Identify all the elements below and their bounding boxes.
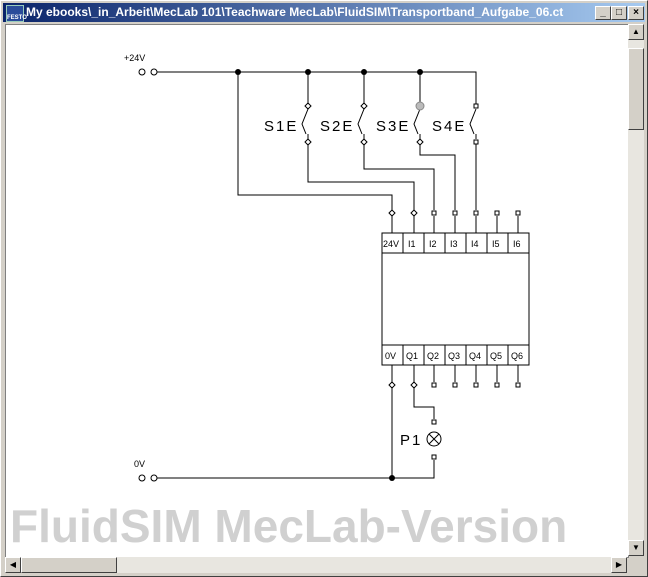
switch-label: S3E: [376, 118, 410, 135]
scroll-up-button[interactable]: ▲: [628, 24, 644, 40]
plc-output-label: Q1: [406, 351, 418, 361]
active-connector-icon: [415, 101, 425, 111]
circuit-canvas[interactable]: +24V 0V 24V I1 I2 I3 I4 I5 I6 0V Q1 Q2 Q…: [5, 24, 629, 558]
horizontal-scrollbar[interactable]: ◀ ▶: [5, 557, 627, 573]
plc-block[interactable]: [381, 232, 530, 366]
plc-input-label: I3: [450, 239, 458, 249]
lamp-icon[interactable]: [426, 431, 442, 447]
scroll-down-button[interactable]: ▼: [628, 540, 644, 556]
close-button[interactable]: ×: [628, 6, 644, 20]
vertical-scroll-thumb[interactable]: [628, 48, 644, 130]
vertical-scrollbar[interactable]: ▲ ▼: [628, 24, 644, 556]
connectors: [138, 68, 521, 482]
watermark: FluidSIM MecLab-Version: [10, 500, 568, 552]
supply-plus-label: +24V: [124, 53, 145, 63]
plc-output-label: 0V: [385, 351, 396, 361]
plc-input-label: I4: [471, 239, 479, 249]
junctions: [235, 69, 423, 481]
plc-output-label: Q4: [469, 351, 481, 361]
plc-output-label: Q3: [448, 351, 460, 361]
maximize-button[interactable]: □: [611, 6, 627, 20]
supply-minus-label: 0V: [134, 459, 145, 469]
plc-input-label: I5: [492, 239, 500, 249]
window-title: My ebooks\_in_Arbeit\MecLab 101\Teachwar…: [26, 5, 564, 19]
horizontal-scroll-thumb[interactable]: [21, 557, 117, 573]
plc-output-label: Q6: [511, 351, 523, 361]
minimize-button[interactable]: _: [595, 6, 611, 20]
plc-output-label: Q2: [427, 351, 439, 361]
wires: [157, 71, 519, 479]
plc-input-label: I6: [513, 239, 521, 249]
app-icon: FESTO: [6, 5, 27, 22]
scroll-left-button[interactable]: ◀: [5, 557, 21, 573]
lamp-label: P1: [400, 432, 422, 449]
switch-label: S4E: [432, 118, 466, 135]
switch-label: S1E: [264, 118, 298, 135]
switch-label: S2E: [320, 118, 354, 135]
title-bar: FESTO My ebooks\_in_Arbeit\MecLab 101\Te…: [3, 3, 645, 22]
plc-input-label: I2: [429, 239, 437, 249]
switches[interactable]: [301, 108, 477, 139]
plc-input-label: I1: [408, 239, 416, 249]
plc-input-label: 24V: [383, 239, 399, 249]
plc-output-label: Q5: [490, 351, 502, 361]
scroll-right-button[interactable]: ▶: [611, 557, 627, 573]
